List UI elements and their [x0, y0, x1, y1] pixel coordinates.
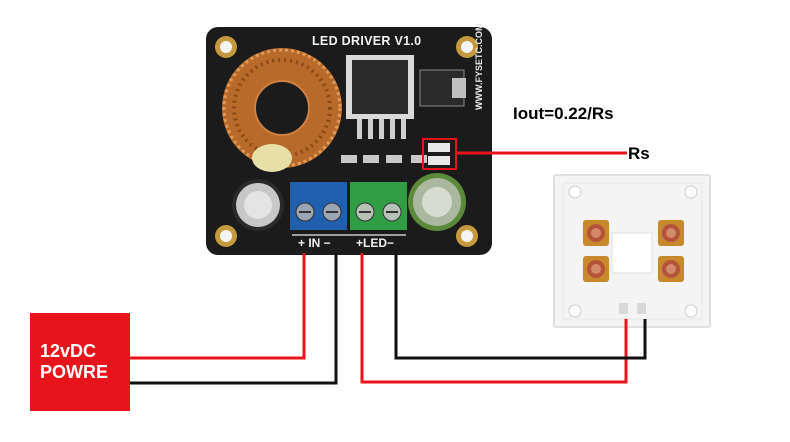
regulator-ic: [346, 55, 414, 139]
wire-led-negative: [394, 253, 647, 360]
smd-component: [341, 155, 357, 163]
smd-component: [386, 155, 402, 163]
smd-component: [411, 155, 427, 163]
power-supply-voltage: 12vDC: [40, 341, 97, 361]
led-chip: [583, 220, 609, 246]
led-terminal-label: +LED−: [356, 236, 395, 250]
led-module: [553, 174, 711, 328]
input-terminal-label: + IN −: [298, 236, 331, 250]
input-terminal: [290, 182, 347, 230]
current-formula: Iout=0.22/Rs: [513, 104, 614, 123]
led-chip: [658, 220, 684, 246]
smd-component: [363, 155, 379, 163]
diode-tab: [452, 78, 466, 98]
board-url: WWW.FYSETC.COM: [474, 23, 484, 111]
module-pad: [619, 303, 628, 314]
input-capacitor: [232, 179, 284, 231]
output-capacitor: [408, 173, 466, 231]
board-title: LED DRIVER V1.0: [312, 34, 422, 48]
module-pad: [637, 303, 646, 314]
wire-input-negative: [130, 253, 338, 385]
driver-board: [206, 27, 492, 255]
rs-label: Rs: [628, 144, 650, 163]
power-supply-label: POWRE: [40, 362, 109, 382]
led-chip: [658, 256, 684, 282]
wires: [130, 151, 647, 385]
wire-led-positive: [360, 253, 628, 384]
toroid-inductor: [222, 48, 342, 172]
led-chip: [583, 256, 609, 282]
power-supply-block: 12vDC POWRE: [30, 313, 130, 411]
wire-input-positive: [130, 253, 306, 360]
led-terminal: [350, 182, 407, 230]
